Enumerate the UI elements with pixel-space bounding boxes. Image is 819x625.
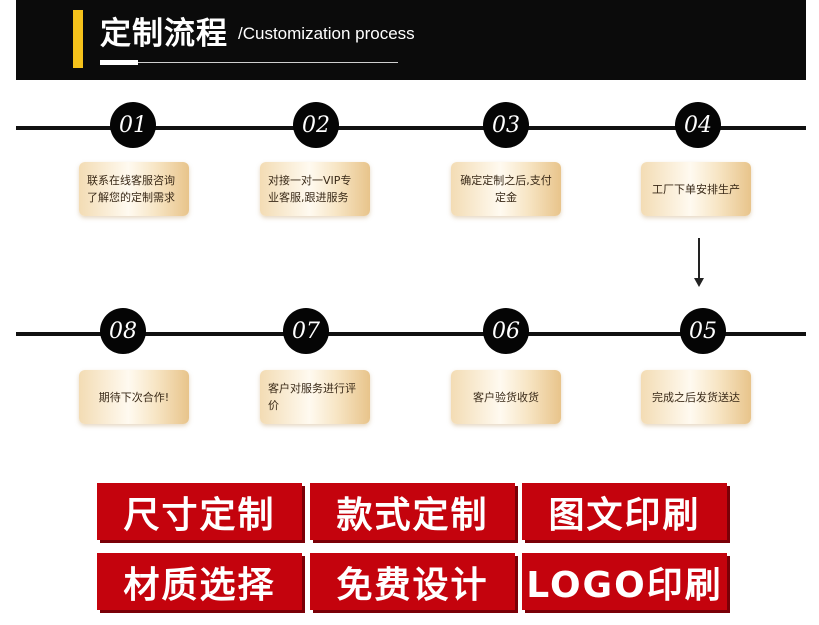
step-card-03: 确定定制之后,支付定金 — [451, 162, 561, 216]
step-card-02: 对接一对一VIP专业客服,跟进服务 — [260, 162, 370, 216]
feature-tile-style: 款式定制 — [310, 483, 515, 540]
step-card-01: 联系在线客服咨询了解您的定制需求 — [79, 162, 189, 216]
step-number-06: 06 — [483, 308, 529, 354]
header-banner: 定制流程 /Customization process — [16, 0, 806, 80]
feature-tile-print: 图文印刷 — [522, 483, 727, 540]
step-card-05: 完成之后发货送达 — [641, 370, 751, 424]
step-number-07: 07 — [283, 308, 329, 354]
feature-tile-logo: LOGO印刷 — [522, 553, 727, 610]
step-card-06: 客户验货收货 — [451, 370, 561, 424]
accent-bar — [73, 10, 83, 68]
flow-arrow-down-icon — [694, 278, 704, 287]
page-title: 定制流程 — [100, 16, 228, 52]
page-subtitle: /Customization process — [238, 24, 415, 43]
step-card-08: 期待下次合作! — [79, 370, 189, 424]
timeline-line-bottom — [16, 332, 806, 336]
step-number-02: 02 — [293, 102, 339, 148]
step-number-01: 01 — [110, 102, 156, 148]
title-underline — [100, 62, 398, 63]
feature-tile-size: 尺寸定制 — [97, 483, 302, 540]
flow-arrow-line — [698, 238, 700, 280]
feature-tile-design: 免费设计 — [310, 553, 515, 610]
step-number-08: 08 — [100, 308, 146, 354]
step-number-03: 03 — [483, 102, 529, 148]
timeline-line-top — [16, 126, 806, 130]
step-number-05: 05 — [680, 308, 726, 354]
feature-tile-material: 材质选择 — [97, 553, 302, 610]
step-card-04: 工厂下单安排生产 — [641, 162, 751, 216]
step-number-04: 04 — [675, 102, 721, 148]
step-card-07: 客户对服务进行评价 — [260, 370, 370, 424]
title-underline-accent — [100, 60, 138, 65]
